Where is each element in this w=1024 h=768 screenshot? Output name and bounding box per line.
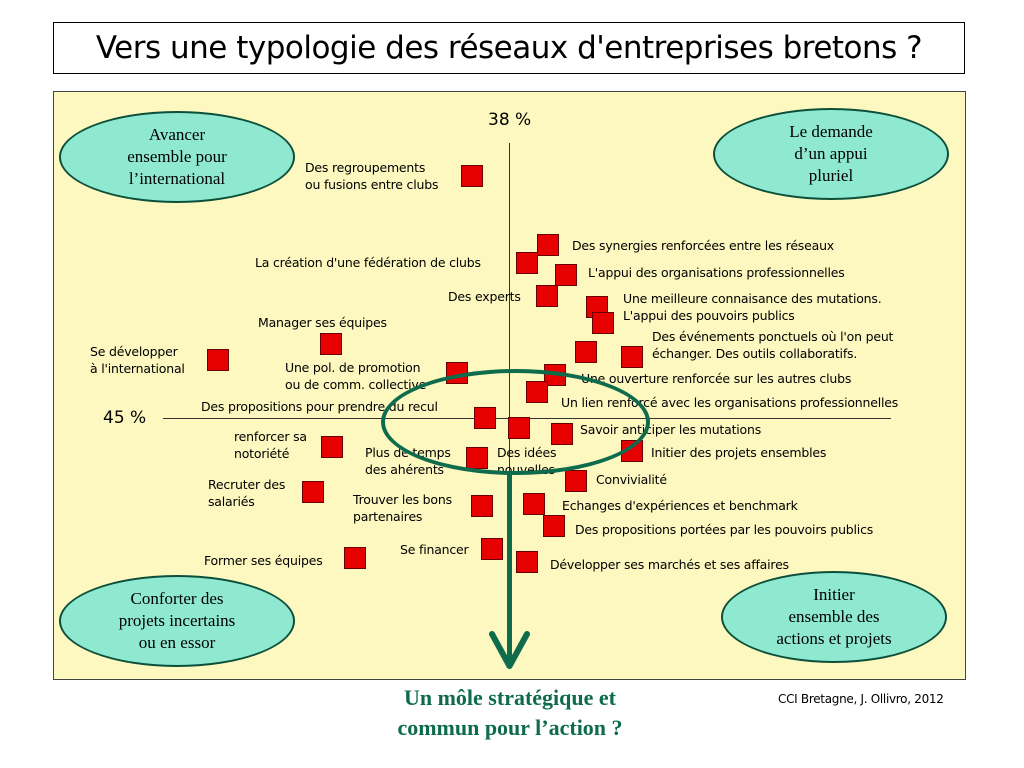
vertical-axis-label: 38 % — [488, 110, 532, 130]
marker-propositions-pouvoirs — [543, 515, 565, 537]
marker-notoriete — [321, 436, 343, 458]
marker-former-equipes — [344, 547, 366, 569]
marker-marches — [516, 551, 538, 573]
quadrant-bottom-right: Initier ensemble des actions et projets — [721, 571, 947, 663]
marker-experts — [536, 285, 558, 307]
horizontal-axis-label: 45 % — [103, 408, 147, 428]
marker-pouvoirs-publics — [592, 312, 614, 334]
marker-recruter — [302, 481, 324, 503]
item-label: La création d'une fédération de clubs — [255, 255, 481, 270]
item-label: Trouver les bons partenaires — [353, 492, 452, 524]
item-label: Convivialité — [596, 472, 667, 487]
marker-regroupements — [461, 165, 483, 187]
marker-international — [207, 349, 229, 371]
marker-evenements — [575, 341, 597, 363]
marker-synergies — [537, 234, 559, 256]
marker-outils-collaboratifs — [621, 346, 643, 368]
item-label: Des événements ponctuels où l'on peut éc… — [652, 329, 894, 361]
item-label: Des experts — [448, 289, 521, 304]
item-label: Echanges d'expériences et benchmark — [562, 498, 798, 513]
item-label: Manager ses équipes — [258, 315, 387, 330]
item-label: Initier des projets ensembles — [651, 445, 827, 460]
marker-federation — [516, 252, 538, 274]
item-label: L'appui des organisations professionnell… — [588, 265, 845, 280]
source-credit: CCI Bretagne, J. Ollivro, 2012 — [778, 692, 944, 706]
item-label: Des synergies renforcées entre les résea… — [572, 238, 834, 253]
marker-convivialite — [565, 470, 587, 492]
marker-echanges — [523, 493, 545, 515]
strategic-core-oval — [381, 369, 650, 475]
marker-organisations-pro — [555, 264, 577, 286]
item-label: Une meilleure connaisance des mutations.… — [623, 291, 882, 323]
item-label: Des regroupements ou fusions entre clubs — [305, 160, 439, 192]
conclusion-text: Un môle stratégique et commun pour l’act… — [397, 685, 623, 740]
arrow-down-icon — [489, 631, 530, 669]
quadrant-top-left: Avancer ensemble pour l’international — [59, 111, 295, 203]
item-label: Se financer — [400, 542, 469, 557]
item-label: renforcer sa notoriété — [234, 429, 307, 461]
quadrant-bottom-left: Conforter des projets incertains ou en e… — [59, 575, 295, 667]
quadrant-top-right: Le demande d’un appui pluriel — [713, 108, 949, 200]
slide-title: Vers une typologie des réseaux d'entrepr… — [53, 22, 965, 74]
vertical-axis — [509, 143, 510, 578]
item-label: Se développer à l'international — [90, 344, 185, 376]
item-label: Former ses équipes — [204, 553, 323, 568]
item-label: Développer ses marchés et ses affaires — [550, 557, 789, 572]
marker-partenaires — [471, 495, 493, 517]
marker-financer — [481, 538, 503, 560]
arrow-shaft — [507, 473, 512, 663]
item-label: Recruter des salariés — [208, 477, 286, 509]
item-label: Une ouverture renforcée sur les autres c… — [581, 371, 852, 386]
item-label: Des propositions portées par les pouvoir… — [575, 522, 874, 537]
marker-manager-equipes — [320, 333, 342, 355]
item-label: Une pol. de promotion ou de comm. collec… — [285, 360, 427, 392]
